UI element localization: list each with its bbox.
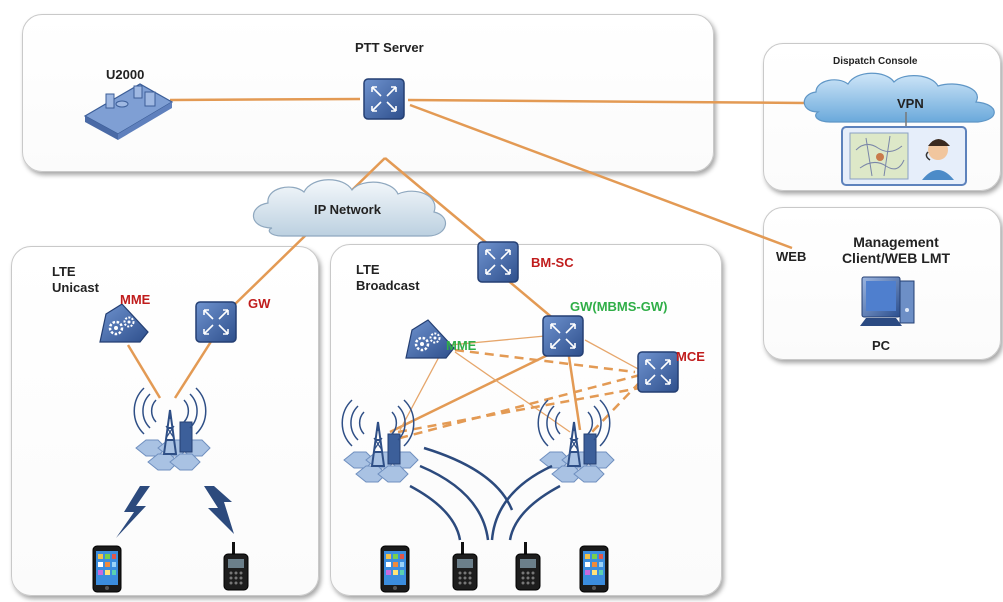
desktop-pc-icon: [860, 276, 915, 326]
vpn-label: VPN: [897, 96, 924, 111]
mce-dashed-links: [397, 348, 641, 440]
link-ptt-bmsc: [384, 157, 496, 251]
dash-mme-mce: [454, 348, 636, 374]
bm-sc-label: BM-SC: [531, 255, 574, 270]
link-ptt-vpn: [407, 98, 807, 105]
connection-lines: [126, 97, 807, 434]
dispatch-screen-icon: [841, 112, 967, 186]
thin-links: [399, 335, 641, 433]
lte-unicast-line-2: Unicast: [52, 280, 99, 295]
enodeb-unicast-tower-icon: [133, 387, 211, 471]
ptt-server-label: PTT Server: [355, 40, 424, 55]
lightning-right-icon: [204, 486, 234, 534]
lte-broadcast-line-2: Broadcast: [356, 278, 420, 293]
link-mme-gwmbms: [449, 335, 546, 346]
lte-unicast-title: LTE Unicast: [52, 264, 99, 296]
bm-sc-router-icon: [477, 241, 519, 283]
web-label: WEB: [776, 249, 807, 264]
gw-unicast-router-icon: [195, 301, 237, 343]
broadcast-waves-icon: [409, 446, 561, 541]
link-mme-enodeb: [126, 344, 162, 399]
management-line-1: Management: [853, 234, 939, 250]
smartphone-icon: [92, 545, 122, 593]
enodeb-broadcast-left-tower-icon: [341, 399, 419, 483]
two-way-radio-icon: [223, 541, 249, 591]
gw-mbms-label: GW(MBMS-GW): [570, 299, 668, 314]
smartphone-icon: [380, 545, 410, 593]
lte-broadcast-panel: [330, 244, 722, 596]
dash-enodeb-mce: [397, 386, 641, 434]
link-mme-enodeb-left: [399, 354, 441, 431]
lte-broadcast-line-1: LTE: [356, 262, 380, 277]
wireless-bolt-icons: [116, 486, 234, 538]
management-line-2: Client/WEB LMT: [841, 250, 951, 266]
wave-arc: [508, 484, 561, 541]
u2000-label: U2000: [106, 67, 145, 82]
wave-arc: [423, 446, 514, 511]
lte-unicast-line-1: LTE: [52, 264, 76, 279]
link-gwmbms-enodeb-left: [389, 348, 559, 434]
lte-broadcast-title: LTE Broadcast: [356, 262, 420, 294]
mce-router-icon: [637, 351, 679, 393]
two-way-radio-icon: [452, 541, 478, 591]
two-way-radio-icon: [515, 541, 541, 591]
link-u2000-ptt: [169, 97, 361, 102]
dispatch-console-label: Dispatch Console: [833, 56, 918, 67]
network-management-icon: [83, 83, 174, 140]
link-ptt-web: [409, 103, 793, 250]
wave-arc: [490, 464, 553, 541]
link-gw-enodeb: [173, 339, 214, 399]
pc-label: PC: [872, 338, 891, 353]
wave-arc: [419, 464, 490, 541]
mme-unicast-gear-icon: [98, 302, 150, 344]
mme-unicast-label: MME: [120, 292, 151, 307]
vpn-cloud-icon: [803, 72, 995, 123]
lte-unicast-panel: [11, 246, 319, 596]
ptt-server-router-icon: [363, 78, 405, 120]
ip-network-label: IP Network: [314, 202, 381, 217]
smartphone-icon: [579, 545, 609, 593]
ip-network-cloud-icon: [252, 179, 446, 237]
gw-mbms-router-icon: [542, 315, 584, 357]
gw-unicast-label: GW: [248, 296, 271, 311]
mce-label: MCE: [676, 349, 705, 364]
link-mme-enodeb-right: [454, 351, 571, 433]
management-client-title: Management Client/WEB LMT: [826, 234, 966, 266]
mme-broadcast-label: MME: [446, 338, 477, 353]
dash-mce-enodeb-left: [399, 373, 641, 440]
dash-mce-enodeb-right: [591, 381, 641, 433]
link-bmsc-gwmbms: [504, 277, 556, 321]
wave-arc: [409, 484, 462, 541]
link-gwmbms-enodeb-right: [566, 349, 582, 431]
link-gwmbms-mce: [584, 339, 641, 371]
lightning-left-icon: [116, 486, 150, 538]
